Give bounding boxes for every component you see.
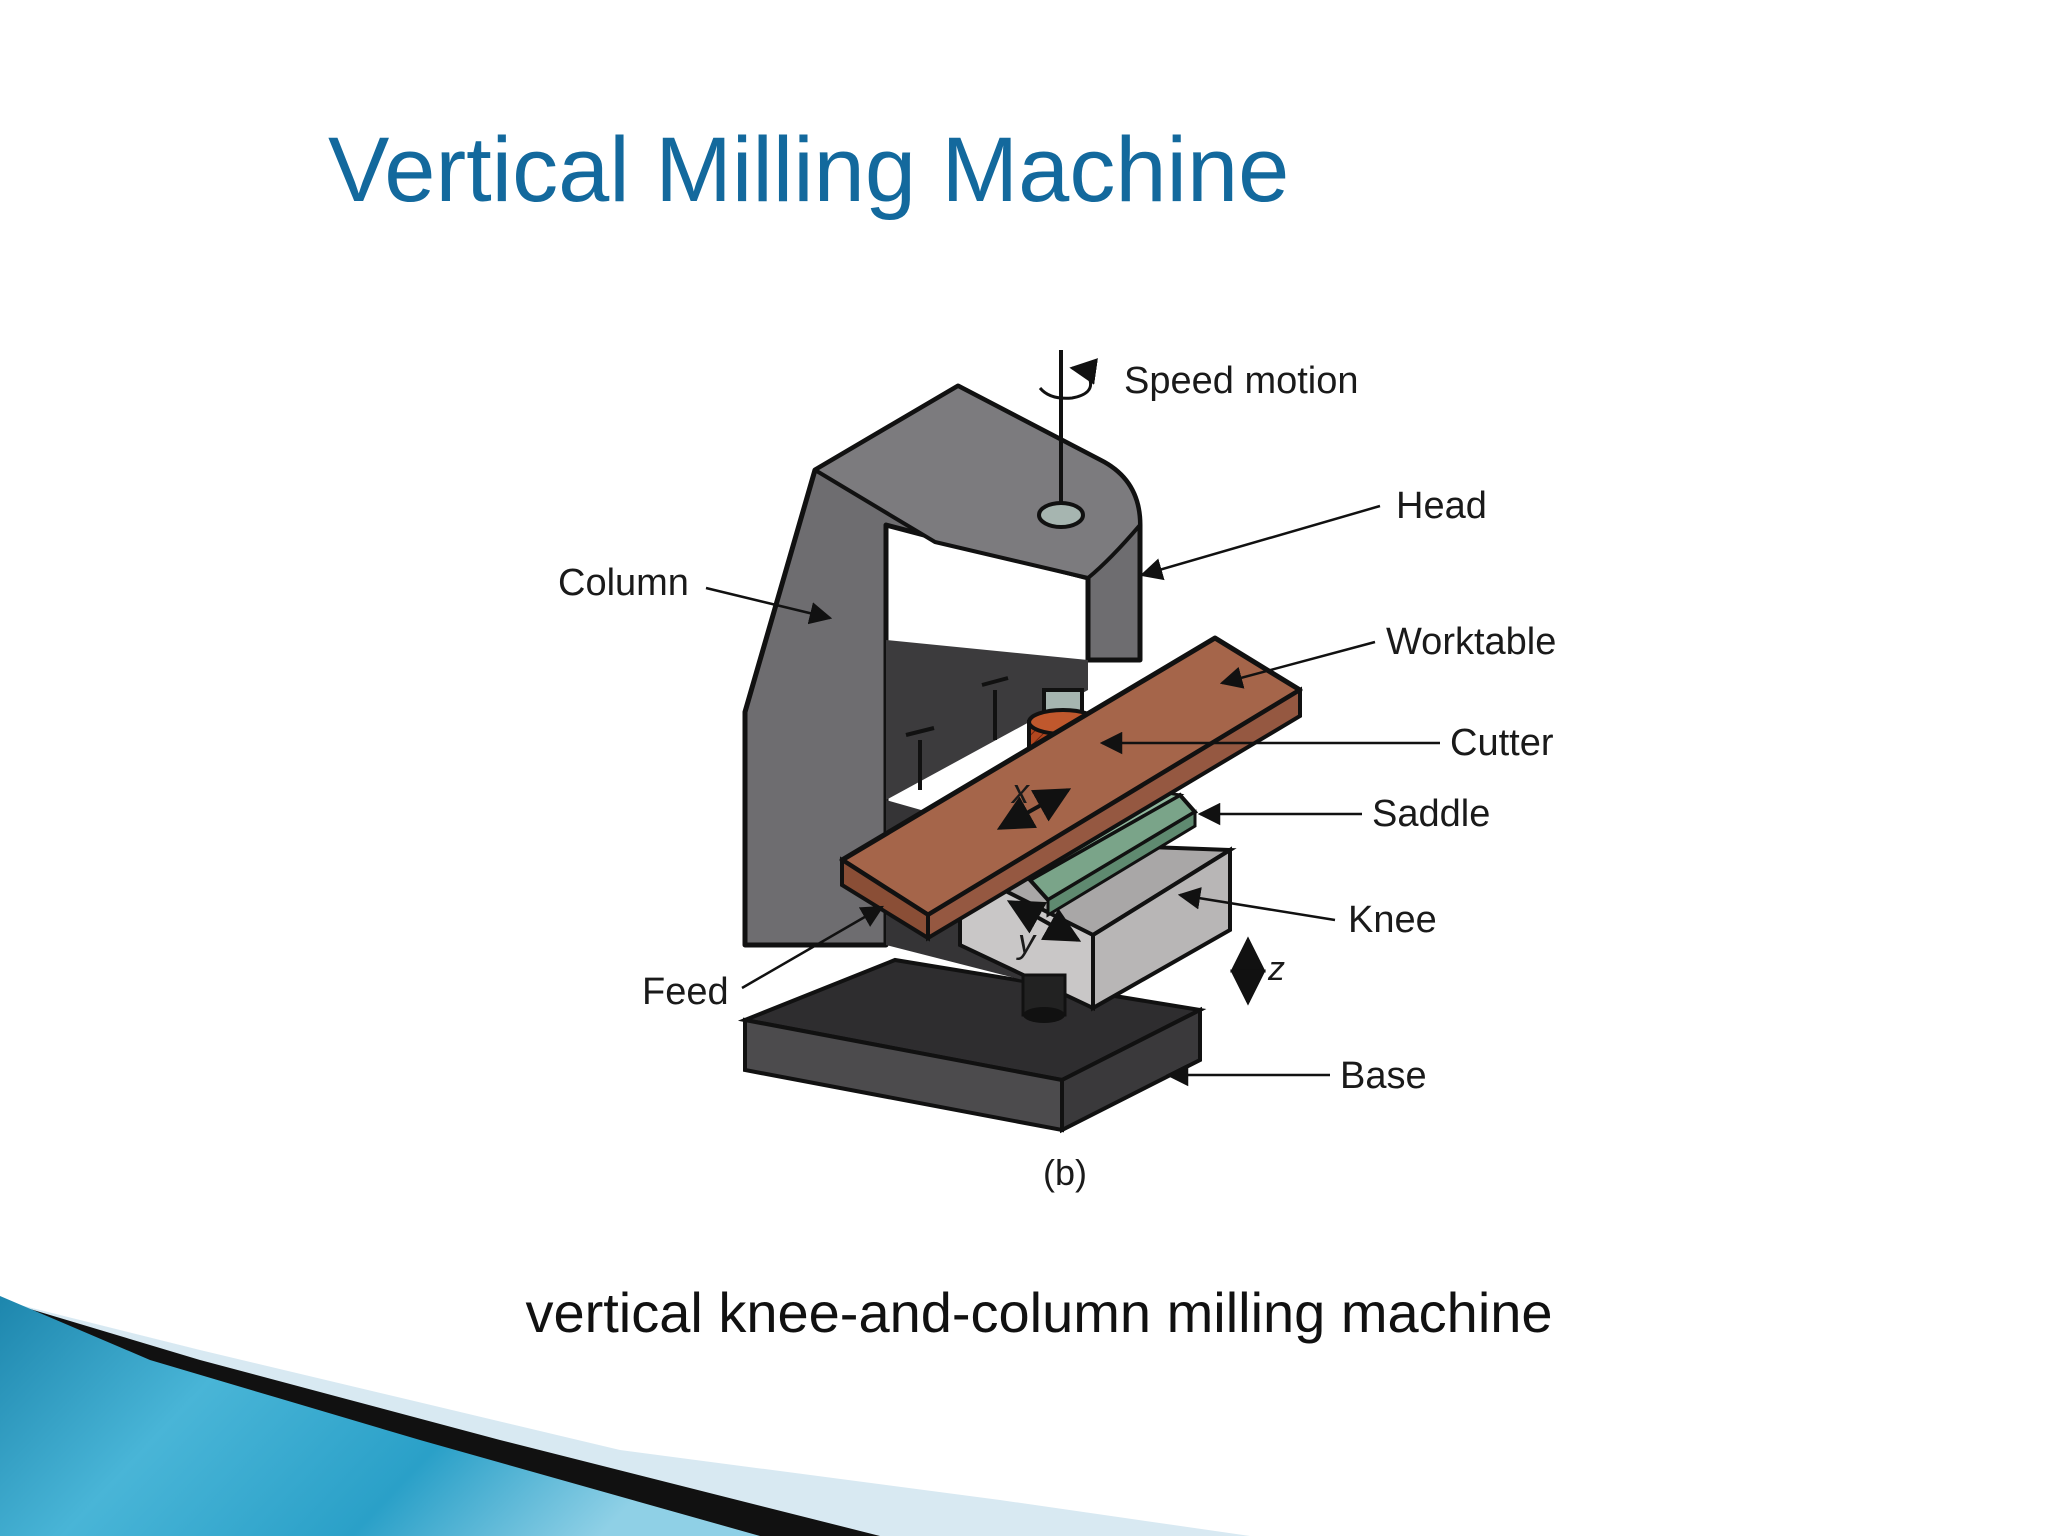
label-worktable: Worktable	[1386, 621, 1556, 663]
leader-feed	[741, 905, 884, 990]
spindle-axis	[1037, 350, 1098, 529]
label-feed: Feed	[642, 971, 729, 1013]
machine-base	[737, 957, 1207, 1134]
label-axis-y: y	[1016, 923, 1037, 961]
label-cutter: Cutter	[1450, 722, 1554, 764]
label-column: Column	[558, 562, 689, 604]
worktable	[839, 635, 1303, 942]
label-speed-motion: Speed motion	[1124, 360, 1359, 402]
label-axis-z: z	[1267, 950, 1285, 988]
slide-caption: vertical knee-and-column milling machine	[525, 1281, 1553, 1344]
figure-tag: (b)	[1043, 1152, 1087, 1193]
label-axis-x: x	[1010, 773, 1030, 811]
leader-column	[705, 586, 833, 625]
label-base: Base	[1340, 1055, 1427, 1097]
leader-knee	[1177, 887, 1336, 922]
slide-title: Vertical Milling Machine	[328, 119, 1290, 221]
x-axis-arrow	[996, 788, 1072, 830]
label-saddle: Saddle	[1372, 793, 1490, 835]
spindle-hole	[1037, 501, 1085, 529]
leader-head	[1139, 504, 1381, 581]
label-knee: Knee	[1348, 899, 1437, 941]
label-head: Head	[1396, 485, 1487, 527]
y-axis-arrow	[1006, 900, 1082, 942]
leader-worktable	[1219, 640, 1376, 689]
